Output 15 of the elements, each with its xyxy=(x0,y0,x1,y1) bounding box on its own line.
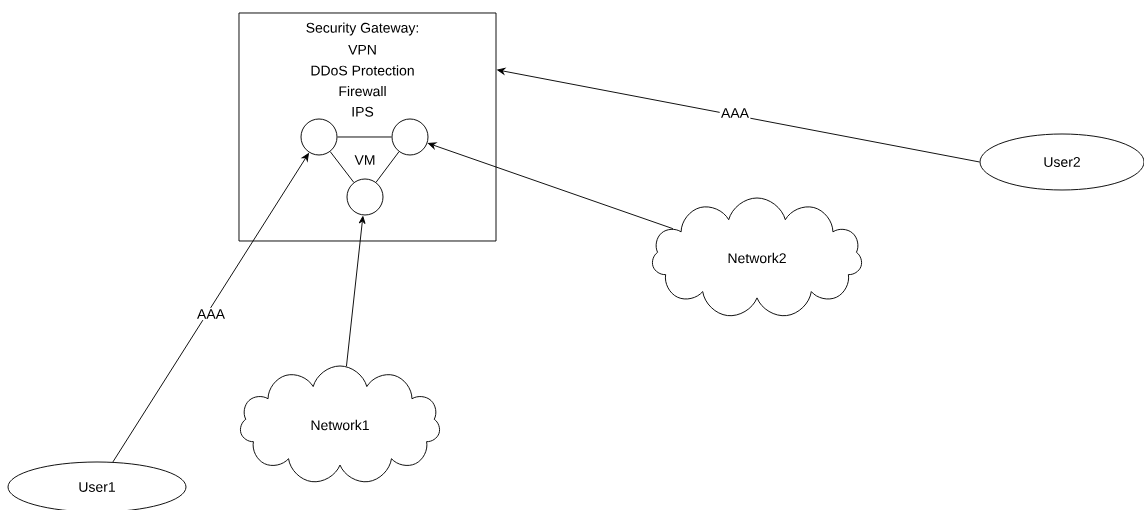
cloud: Network1 xyxy=(240,365,441,483)
circle xyxy=(391,118,429,156)
circle xyxy=(300,118,338,156)
cloud: Network2 xyxy=(651,197,863,317)
arrow xyxy=(112,153,309,463)
edge-label: AAA xyxy=(719,106,751,120)
circle xyxy=(346,178,384,216)
label: VM xyxy=(354,155,375,165)
arrow xyxy=(428,142,674,230)
edge-label: AAA xyxy=(195,307,227,321)
arrow xyxy=(346,216,366,367)
connector-line xyxy=(375,151,400,183)
connector-line xyxy=(337,136,392,138)
connector-line xyxy=(329,151,355,183)
arrow xyxy=(497,67,980,163)
